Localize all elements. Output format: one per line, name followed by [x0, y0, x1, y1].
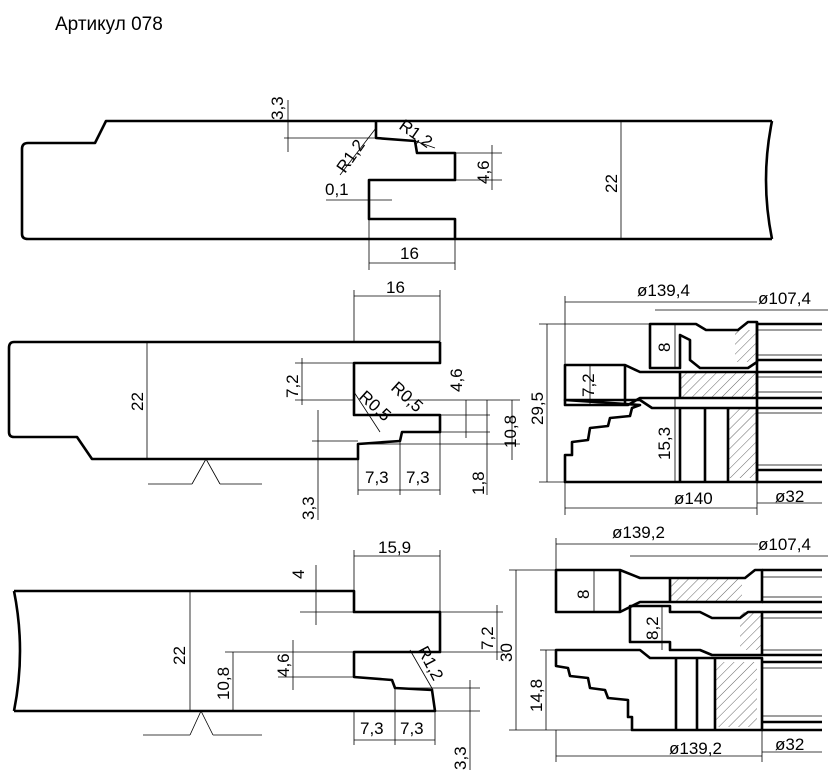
dim-30: 30: [497, 643, 516, 662]
dim-8: 8: [574, 590, 593, 599]
dim-r1-2-a: R1,2: [333, 136, 369, 176]
dim-7-3-a: 7,3: [360, 719, 384, 738]
dim-7-3-a: 7,3: [365, 468, 389, 487]
dim-7-2: 7,2: [283, 374, 302, 398]
dim-7-3-b: 7,3: [400, 719, 424, 738]
view-1-board-profile: 3,3 R1,2 R1,2 4,6 22 0,1 16: [20, 96, 774, 270]
view-3-cutter-section: ø139,4 ø107,4 8 7,2 29,5 15,3 ø140 ø32: [528, 281, 828, 515]
dim-dia-32: ø32: [775, 487, 804, 506]
dim-10-8: 10,8: [214, 667, 233, 700]
dim-14-8: 14,8: [527, 679, 546, 712]
dim-22: 22: [128, 392, 147, 411]
dim-4-6: 4,6: [274, 653, 293, 677]
dim-0-1: 0,1: [325, 180, 349, 199]
drawing-title: Артикул 078: [55, 14, 163, 35]
dim-4-6: 4,6: [447, 368, 466, 392]
dim-r1-2: R1,2: [413, 643, 447, 684]
dim-29-5: 29,5: [528, 392, 547, 425]
dim-dia-32: ø32: [775, 735, 804, 754]
dim-3-3: 3,3: [299, 496, 318, 520]
dim-8-2: 8,2: [643, 616, 662, 640]
view-4-board-profile: 15,9 4 22 7,2 10,8 4,6 R1,2 7,3 7,3 3,3: [12, 538, 503, 770]
dim-15-9: 15,9: [378, 538, 411, 557]
board-outline-2: [7, 340, 442, 461]
dim-7-2: 7,2: [579, 373, 598, 397]
dim-16: 16: [400, 244, 419, 263]
dim-3-3: 3,3: [268, 96, 287, 120]
dim-dia-139-2-top: ø139,2: [612, 523, 665, 542]
dim-3-3: 3,3: [451, 746, 470, 770]
board-outline-4: [14, 589, 442, 713]
cutter-outline-3a: [648, 320, 759, 370]
dim-dia-107-4: ø107,4: [758, 289, 811, 308]
dim-22: 22: [170, 646, 189, 665]
dim-8: 8: [655, 343, 674, 352]
groove-outline-1: [367, 121, 457, 239]
view-5-cutter-section: ø139,2 ø107,4 8 8,2 30 14,8 ø139,2 ø32: [497, 523, 828, 762]
dim-10-8: 10,8: [501, 415, 520, 448]
dim-15-3: 15,3: [655, 427, 674, 460]
dim-22: 22: [602, 174, 621, 193]
dim-7-3-b: 7,3: [406, 468, 430, 487]
dim-dia-140: ø140: [674, 489, 713, 508]
view-2-board-profile: 16 22 7,2 4,6 R0,5 R0,5 10,8 7,3 7,3 1,8…: [7, 278, 520, 520]
dim-dia-139-2-bottom: ø139,2: [669, 739, 722, 758]
dim-4-6: 4,6: [474, 160, 493, 184]
dim-dia-139-4: ø139,4: [637, 281, 690, 300]
dim-dia-107-4: ø107,4: [758, 535, 811, 554]
dim-4: 4: [289, 570, 308, 579]
board-outline-1: [20, 119, 772, 241]
dim-1-8: 1,8: [469, 471, 488, 495]
dim-16: 16: [386, 278, 405, 297]
dim-7-2: 7,2: [478, 626, 497, 650]
